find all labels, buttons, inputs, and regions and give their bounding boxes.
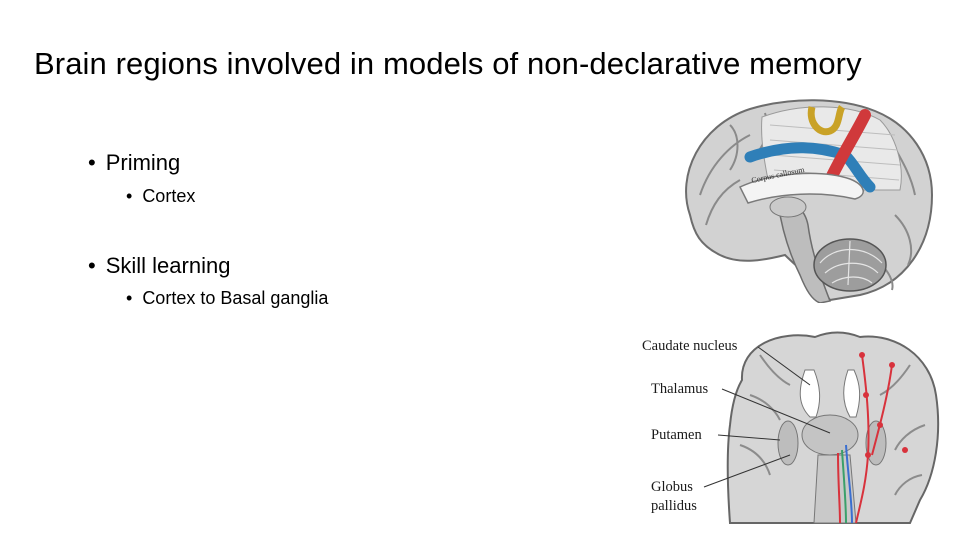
bullet-dot: • <box>126 288 133 308</box>
putamen-left <box>777 420 799 466</box>
bullet-priming: • Priming <box>88 150 180 176</box>
label-caudate-nucleus: Caudate nucleus <box>642 338 738 354</box>
cerebellum-folia <box>819 240 883 286</box>
label-putamen: Putamen <box>651 427 702 443</box>
red-nodes <box>859 352 908 458</box>
red-pathway-branch <box>871 364 893 456</box>
label-pallidus: pallidus <box>651 498 697 514</box>
label-thalamus: Thalamus <box>651 381 709 397</box>
blue-pathway <box>845 444 853 524</box>
sub-bullet-cortex-basal-ganglia: • Cortex to Basal ganglia <box>126 288 328 309</box>
bullet-label: Skill learning <box>105 253 231 278</box>
red-descending-pathway <box>837 452 841 524</box>
bullet-dot: • <box>88 150 96 175</box>
thalamus-coronal <box>801 414 859 456</box>
bullet-label: Priming <box>105 150 181 175</box>
cerebellum <box>813 238 887 292</box>
green-pathway <box>841 449 847 524</box>
sub-bullet-cortex: • Cortex <box>126 186 195 207</box>
coronal-brain-figure: Caudate nucleus Thalamus Putamen Globus … <box>630 325 948 525</box>
sagittal-brain-figure: Corpus callosum <box>670 95 938 303</box>
bullet-dot: • <box>88 253 96 278</box>
leader-lines <box>703 346 831 488</box>
label-globus: Globus <box>651 479 693 495</box>
gold-fibers <box>807 105 846 136</box>
corpus-callosum <box>738 172 864 204</box>
right-ventricle <box>843 369 861 418</box>
brainstem <box>777 201 832 303</box>
red-tract <box>824 109 871 186</box>
bullet-skill-learning: • Skill learning <box>88 253 230 279</box>
coronal-gyri <box>739 354 926 496</box>
slide-title: Brain regions involved in models of non-… <box>34 46 862 81</box>
bullet-dot: • <box>126 186 133 206</box>
sub-bullet-label: Cortex to Basal ganglia <box>142 288 329 308</box>
sub-bullet-label: Cortex <box>142 186 196 206</box>
thalamus-sagittal <box>769 196 807 218</box>
